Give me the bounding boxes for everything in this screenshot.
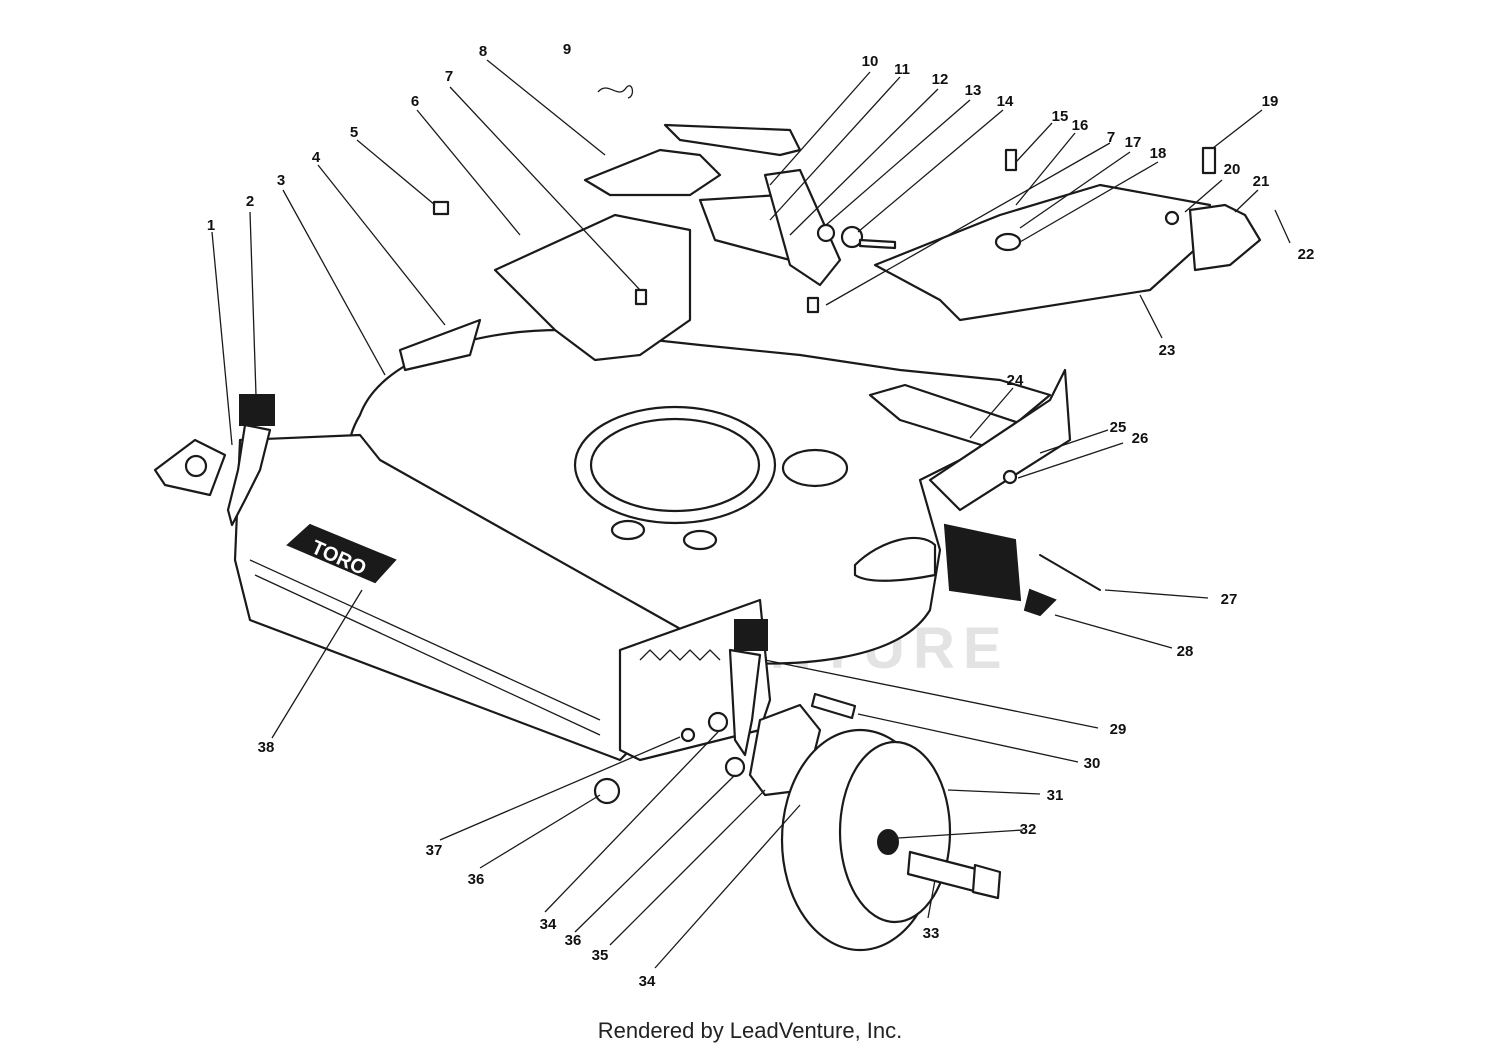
hardware bbox=[432, 146, 1217, 805]
callout-1: 1 bbox=[207, 217, 215, 234]
callout-19: 19 bbox=[1262, 93, 1279, 110]
mower-deck: TORO bbox=[233, 318, 1072, 762]
front-height-adjuster bbox=[153, 394, 275, 527]
callout-2: 2 bbox=[246, 193, 254, 210]
callout-24: 24 bbox=[1007, 372, 1024, 389]
deflector-and-shield bbox=[493, 123, 1262, 617]
callout-4: 4 bbox=[312, 149, 321, 166]
callout-17: 17 bbox=[1125, 134, 1142, 151]
callout-18: 18 bbox=[1150, 145, 1167, 162]
callout-25: 25 bbox=[1110, 419, 1127, 436]
callout-38: 38 bbox=[258, 739, 275, 756]
callout-36: 36 bbox=[565, 932, 582, 949]
callout-13: 13 bbox=[965, 82, 982, 99]
callout-33: 33 bbox=[923, 925, 940, 942]
leader-lines bbox=[211, 59, 1291, 969]
toro-logo-plate bbox=[286, 523, 397, 584]
diagram-canvas: LEADVENTURE TORO bbox=[153, 41, 1315, 990]
callout-5: 5 bbox=[350, 124, 358, 141]
callout-37: 37 bbox=[426, 842, 443, 859]
callout-23: 23 bbox=[1159, 342, 1176, 359]
callout-7: 7 bbox=[445, 68, 453, 85]
callouts: 1 2 3 4 5 6 7 8 9 10 11 12 13 14 15 16 7… bbox=[207, 41, 1315, 990]
callout-26: 26 bbox=[1132, 430, 1149, 447]
footer-credit: Rendered by LeadVenture, Inc. bbox=[597, 1018, 903, 1043]
callout-36b: 36 bbox=[468, 871, 485, 888]
callout-32: 32 bbox=[1020, 821, 1037, 838]
callout-27: 27 bbox=[1221, 591, 1238, 608]
callout-6: 6 bbox=[411, 93, 419, 110]
callout-30: 30 bbox=[1084, 755, 1101, 772]
callout-10: 10 bbox=[862, 53, 879, 70]
callout-29: 29 bbox=[1110, 721, 1127, 738]
callout-21: 21 bbox=[1253, 173, 1270, 190]
callout-7b: 7 bbox=[1107, 129, 1115, 146]
wheel bbox=[780, 728, 1002, 952]
callout-9: 9 bbox=[563, 41, 571, 58]
callout-20: 20 bbox=[1224, 161, 1241, 178]
callout-3: 3 bbox=[277, 172, 285, 189]
callout-14: 14 bbox=[997, 93, 1014, 110]
callout-31: 31 bbox=[1047, 787, 1064, 804]
callout-11: 11 bbox=[894, 61, 910, 78]
callout-12: 12 bbox=[932, 71, 949, 88]
callout-35: 35 bbox=[592, 947, 609, 964]
callout-28: 28 bbox=[1177, 643, 1194, 660]
callout-34b: 34 bbox=[639, 973, 656, 990]
callout-16: 16 bbox=[1072, 117, 1089, 134]
callout-22: 22 bbox=[1298, 246, 1315, 263]
callout-8: 8 bbox=[479, 43, 487, 60]
callout-34: 34 bbox=[540, 916, 557, 933]
callout-15: 15 bbox=[1052, 108, 1069, 125]
